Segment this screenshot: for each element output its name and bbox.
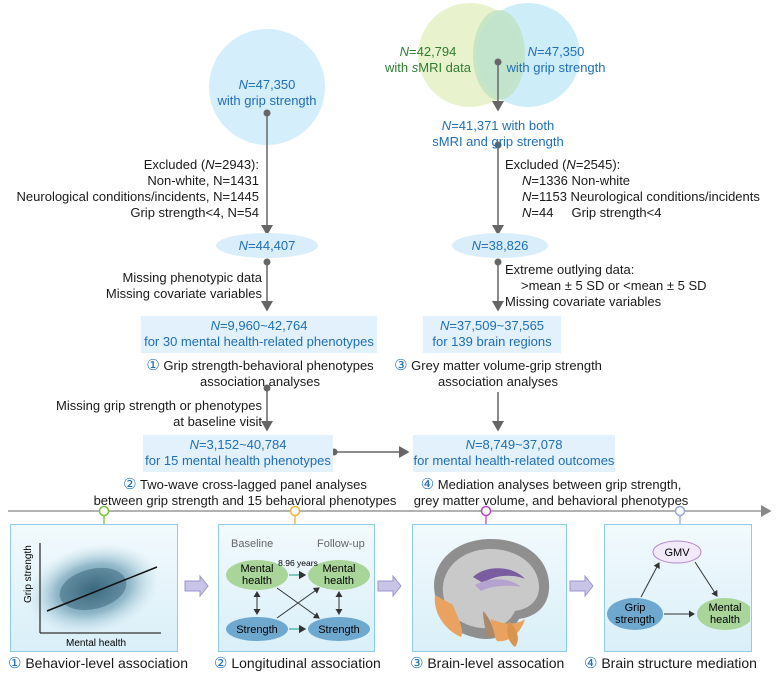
caption-4: ④ Brain structure mediation: [584, 655, 757, 672]
left-start-circle: [209, 29, 325, 145]
venn-smri-label: N=42,794 with sMRI data: [385, 44, 471, 75]
svg-text:strength: strength: [615, 614, 655, 626]
both-label: N=41,371 with both sMRI and grip strengt…: [432, 118, 564, 149]
mediation-diagram: GMV Grip strength Mental health: [607, 540, 750, 630]
panel-mediation: GMV Grip strength Mental health: [604, 524, 752, 652]
venn-grip-label: N=47,350 with grip strength: [506, 44, 606, 75]
left-box1: N=9,960~42,764 for 30 mental health-rela…: [141, 316, 377, 353]
svg-text:health: health: [242, 575, 272, 587]
scatter-plot: Grip strength Mental health: [23, 543, 161, 649]
right-box1: N=37,509~37,565 for 139 brain regions: [423, 316, 561, 353]
left-n2-ellipse: N=44,407: [216, 233, 318, 258]
svg-text:health: health: [324, 575, 354, 587]
y-axis-label: Grip strength: [23, 545, 34, 603]
left-box2: N=3,152~40,784 for 15 mental health phen…: [143, 435, 333, 472]
svg-text:Grip: Grip: [625, 602, 646, 614]
analysis-4-label: ④ Mediation analyses between grip streng…: [413, 476, 689, 509]
brain-image: [434, 539, 550, 647]
svg-text:Strength: Strength: [318, 624, 360, 636]
analysis-2-label: ② Two-wave cross-lagged panel analyses b…: [93, 476, 397, 509]
regression-line: [46, 566, 158, 612]
analysis-3-label: ③ Grey matter volume-grip strength assoc…: [394, 357, 602, 390]
right-excluded-block: Excluded (N=2545): N=1336 Non-white N=11…: [505, 157, 760, 220]
x-axis-label: Mental health: [66, 638, 126, 649]
panel-brain: [412, 524, 567, 652]
left-excluded-block: Excluded (N=2943): Non-white, N=1431 Neu…: [16, 157, 259, 220]
svg-text:Mental: Mental: [322, 563, 355, 575]
n-symbol: N: [238, 77, 249, 92]
svg-text:Strength: Strength: [236, 624, 278, 636]
left-missing1: Missing phenotypic data Missing covariat…: [105, 270, 262, 301]
gmv-label: GMV: [664, 547, 690, 559]
right-n2-ellipse: N=38,826: [452, 233, 548, 258]
left-start-label: N=47,350 with grip strength: [217, 77, 317, 108]
followup-label: Follow-up: [317, 538, 365, 550]
baseline-label: Baseline: [231, 538, 273, 550]
right-extreme-block: Extreme outlying data: >mean ± 5 SD or <…: [505, 262, 707, 309]
svg-text:health: health: [710, 614, 740, 626]
years-label: 8.96 years: [278, 558, 318, 568]
right-box2: N=8,749~37,078 for mental health-related…: [413, 435, 615, 472]
left-missing2: Missing grip strength or phenotypes at b…: [56, 398, 262, 429]
cross-lag-diagram: Baseline Follow-up Mental health Mental …: [226, 538, 370, 641]
svg-text:Mental: Mental: [708, 602, 741, 614]
analysis-1-label: ① Grip strength-behavioral phenotypes as…: [146, 357, 374, 390]
caption-1: ① Behavior-level association: [8, 655, 188, 672]
svg-text:Mental: Mental: [240, 563, 273, 575]
caption-2: ② Longitudinal association: [214, 655, 381, 672]
panel-behavior: Grip strength Mental health: [10, 524, 178, 652]
panel-longitudinal: Baseline Follow-up Mental health Mental …: [218, 524, 375, 652]
caption-3: ③ Brain-level assocation: [410, 655, 565, 672]
